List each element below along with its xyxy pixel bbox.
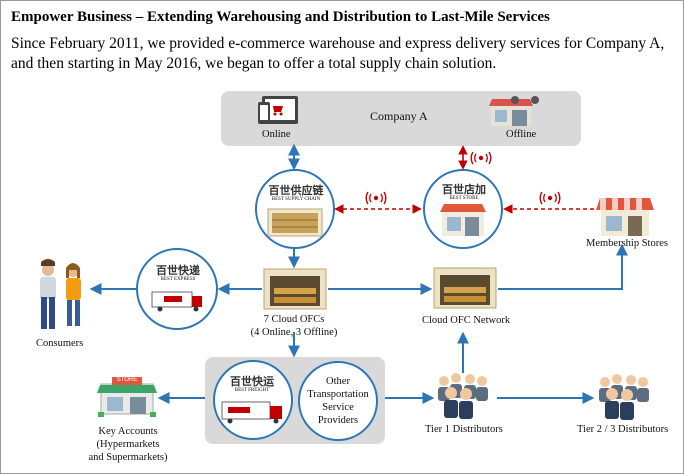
freight-truck-icon bbox=[221, 401, 282, 424]
cloud-ofcs-line-1: 7 Cloud OFCs bbox=[263, 314, 325, 325]
key-accounts-line-2: (Hypermarkets bbox=[96, 439, 160, 450]
key-accounts-line-1: Key Accounts bbox=[98, 426, 158, 437]
best-store-logo: 百世店加 BEST STORE bbox=[436, 183, 492, 202]
ofc-network-warehouse-icon bbox=[433, 267, 497, 309]
tier1-distributors-label: Tier 1 Distributors bbox=[425, 424, 503, 435]
slide-intro: Since February 2011, we provided e-comme… bbox=[11, 34, 671, 74]
key-accounts-label: Key Accounts (Hypermarkets and Supermark… bbox=[80, 425, 176, 464]
best-store-brand-en: BEST STORE bbox=[449, 196, 479, 201]
other-transport-circle bbox=[298, 361, 378, 441]
other-transport-line-4: Providers bbox=[317, 415, 359, 426]
supply-chain-logo: 百世供应链 BEST SUPPLY CHAIN bbox=[266, 184, 326, 203]
offline-store-icon bbox=[489, 96, 539, 126]
online-device-icon bbox=[258, 96, 298, 124]
best-express-logo: 百世快递 BEST EXPRESS bbox=[150, 264, 206, 283]
flow-arrows-red bbox=[334, 145, 594, 214]
express-truck-icon bbox=[151, 291, 202, 312]
best-express-brand-cn: 百世快递 bbox=[156, 264, 200, 277]
best-store-brand-cn: 百世店加 bbox=[442, 183, 486, 196]
key-accounts-sign: STORE bbox=[116, 377, 138, 383]
wireless-signal-icon bbox=[365, 191, 387, 205]
wireless-signal-icon bbox=[470, 151, 492, 165]
online-label: Online bbox=[262, 129, 291, 140]
supply-chain-brand-cn: 百世供应链 bbox=[268, 184, 324, 197]
best-freight-circle bbox=[213, 360, 293, 440]
intro-line-2: and then starting in May 2016, we began … bbox=[11, 55, 497, 72]
tier23-distributors-label: Tier 2 / 3 Distributors bbox=[577, 424, 669, 435]
other-transport-line-3: Service bbox=[322, 402, 354, 413]
best-express-circle bbox=[136, 248, 218, 330]
cloud-ofcs-label: 7 Cloud OFCs (4 Online, 3 Offline) bbox=[244, 313, 344, 339]
best-freight-logo: 百世快运 BEST FREIGHT bbox=[224, 375, 280, 394]
slide-title: Empower Business – Extending Warehousing… bbox=[11, 9, 550, 25]
company-a-label: Company A bbox=[370, 109, 428, 123]
intro-line-1: Since February 2011, we provided e-comme… bbox=[11, 35, 665, 52]
cloud-ofcs-line-2: (4 Online, 3 Offline) bbox=[250, 327, 338, 338]
best-freight-brand-en: BEST FREIGHT bbox=[234, 388, 270, 393]
wireless-signal-icon bbox=[539, 191, 561, 205]
offline-label: Offline bbox=[506, 129, 537, 140]
membership-stores-label: Membership Stores bbox=[586, 238, 668, 249]
key-accounts-store-icon bbox=[97, 377, 157, 417]
tier23-distributors-icon bbox=[599, 374, 649, 420]
flow-arrows-blue bbox=[89, 143, 628, 404]
best-express-brand-en: BEST EXPRESS bbox=[160, 277, 196, 282]
other-transport-label: Other Transportation Service Providers bbox=[300, 375, 376, 427]
cloud-ofc-network-label: Cloud OFC Network bbox=[422, 315, 511, 326]
best-freight-brand-cn: 百世快运 bbox=[230, 375, 274, 388]
tier1-distributors-icon bbox=[438, 373, 488, 419]
consumers-people-icon bbox=[40, 259, 81, 329]
supply-chain-warehouse-icon bbox=[267, 208, 323, 237]
consumers-label: Consumers bbox=[36, 338, 84, 349]
supply-chain-brand-en: BEST SUPPLY CHAIN bbox=[271, 197, 321, 202]
membership-store-icon bbox=[596, 198, 654, 236]
other-transport-line-2: Transportation bbox=[307, 389, 369, 400]
cloud-ofcs-warehouse-icon bbox=[263, 268, 327, 310]
key-accounts-line-3: and Supermarkets) bbox=[88, 452, 168, 463]
other-transport-line-1: Other bbox=[326, 376, 350, 387]
best-store-shop-icon bbox=[440, 204, 486, 236]
